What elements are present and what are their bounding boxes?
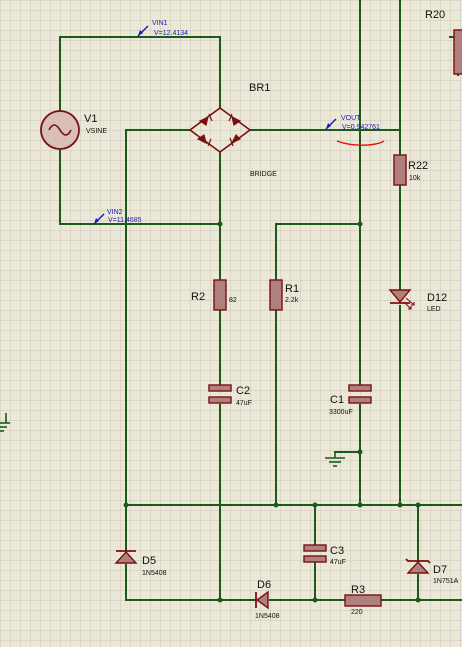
c1-plate-top [348, 384, 372, 392]
vin1-name: VIN1 [152, 20, 168, 27]
r2-ref: R2 [191, 291, 205, 303]
d6-value: 1N5408 [255, 613, 280, 620]
r1-value: 2.2k [285, 297, 299, 304]
bridge-outline [188, 107, 252, 153]
probe-tip-icon [138, 30, 143, 36]
r22-value: 10k [409, 175, 421, 182]
zener-d7[interactable]: D7 1N751A [405, 558, 459, 585]
r2-value: 82 [229, 297, 237, 304]
zener-triangle-icon [406, 560, 430, 574]
d7-value: 1N751A [433, 578, 459, 585]
resistor-r2[interactable]: R2 82 [191, 279, 237, 311]
r1-ref: R1 [285, 283, 299, 295]
ground-icon [0, 413, 10, 432]
d6-ref: D6 [257, 579, 271, 591]
vin2-reading: V=11.4685 [108, 217, 142, 224]
resistor-r22[interactable]: R22 10k [393, 154, 428, 186]
probe-vin2[interactable]: VIN2 V=11.4685 [93, 209, 142, 225]
bridge-br1[interactable]: BR1 BRIDGE [188, 82, 277, 178]
br1-ref: BR1 [249, 82, 270, 94]
c3-plate-bottom [303, 555, 327, 563]
probe-tip-icon [94, 218, 99, 224]
c1-ref: C1 [330, 394, 344, 406]
wires [59, 0, 462, 601]
resistor-r20[interactable]: R20 [425, 9, 462, 75]
light-rays-icon [403, 297, 415, 310]
c3-plate-top [303, 544, 327, 552]
c2-plate-top [208, 384, 232, 392]
d7-ref: D7 [433, 564, 447, 576]
d12-ref: D12 [427, 292, 447, 304]
capacitor-c2[interactable]: C2 47uF [208, 384, 252, 407]
c2-plate-bottom [208, 396, 232, 404]
r1-body [269, 279, 283, 311]
diode-d5[interactable]: D5 1N5408 [114, 550, 167, 577]
r2-body [213, 279, 227, 311]
capacitor-c3[interactable]: C3 47uF [303, 544, 346, 566]
vin2-name: VIN2 [107, 209, 123, 216]
v1-ref: V1 [84, 113, 97, 125]
v1-value: VSINE [86, 128, 107, 135]
c3-ref: C3 [330, 545, 344, 557]
led-d12[interactable]: D12 LED [388, 289, 447, 313]
c2-value: 47uF [236, 400, 252, 407]
d5-ref: D5 [142, 555, 156, 567]
diode-triangle-icon [114, 550, 138, 564]
c1-value: 3300uF [329, 409, 353, 416]
c3-value: 47uF [330, 559, 346, 566]
sine-wave-icon [48, 124, 72, 136]
zener-bar-icon [405, 558, 431, 564]
d12-value: LED [427, 306, 441, 313]
junction-dots [123, 221, 421, 603]
vout-reading: V=0.942761 [342, 124, 380, 131]
d5-value: 1N5408 [142, 570, 167, 577]
probe-vin1[interactable]: VIN1 V=12.4134 [137, 20, 188, 37]
br1-value: BRIDGE [250, 171, 277, 178]
r3-ref: R3 [351, 584, 365, 596]
vout-name: VOUT [341, 115, 361, 122]
handwritten-underline-annotation [336, 140, 385, 146]
r22-body [393, 154, 407, 186]
probe-tip-icon [326, 123, 331, 129]
vin1-reading: V=12.4134 [154, 30, 188, 37]
capacitor-c1[interactable]: C1 3300uF [329, 384, 372, 416]
c2-ref: C2 [236, 385, 250, 397]
source-v1[interactable]: V1 VSINE [40, 110, 107, 150]
r20-body [453, 29, 462, 75]
r20-ref: R20 [425, 9, 445, 21]
r22-ref: R22 [408, 160, 428, 172]
resistor-r3[interactable]: R3 220 [344, 584, 382, 616]
ground-icon [325, 452, 345, 467]
r3-value: 220 [351, 609, 363, 616]
probe-vout[interactable]: VOUT V=0.942761 [325, 115, 380, 131]
resistor-r1[interactable]: R1 2.2k [269, 279, 299, 311]
diode-triangle-icon [255, 590, 269, 610]
c1-plate-bottom [348, 396, 372, 404]
r3-body [344, 594, 382, 607]
bridge-diode-icons [196, 113, 242, 147]
diode-d6[interactable]: D6 1N5408 [255, 579, 280, 620]
led-triangle-icon [388, 289, 412, 304]
